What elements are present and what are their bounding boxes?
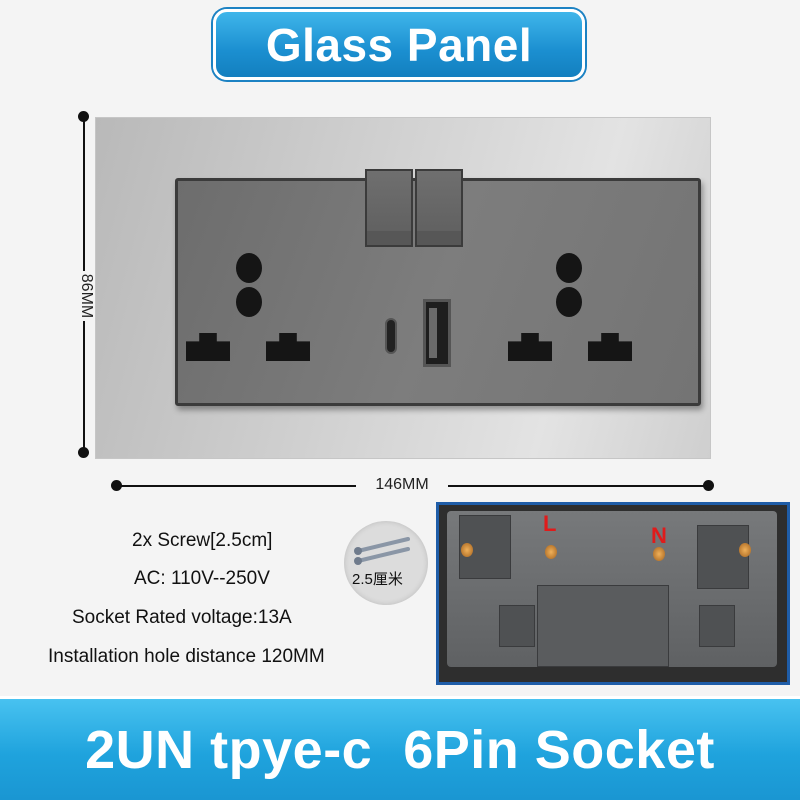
neutral-terminal-label: N: [651, 523, 667, 548]
back-terminal-screw-1: [461, 543, 473, 557]
back-terminal-screw-2: [545, 545, 557, 559]
spec-screw: 2x Screw[2.5cm]: [132, 530, 273, 551]
title-text: Glass Panel: [265, 18, 533, 71]
spec-rated: Socket Rated voltage:13A: [72, 607, 292, 628]
width-dimension-right-dot: [703, 480, 714, 491]
screw-icon: [354, 537, 410, 565]
left-rocker-switch: [365, 169, 413, 247]
back-right-terminal-block: [697, 525, 749, 589]
socket-panel: [175, 169, 701, 406]
title-banner: Glass Panel: [213, 9, 585, 80]
bottom-banner-text: 2UN tpye-c 6Pin Socket: [85, 719, 715, 780]
live-terminal-label: L: [543, 511, 557, 536]
left-socket-top-pin: [236, 253, 262, 283]
right-socket-right-pin: [588, 333, 632, 361]
usb-a-port: [423, 299, 451, 367]
screw-length-label: 2.5厘米: [352, 571, 403, 588]
usb-c-port: [385, 318, 397, 354]
height-dimension-bottom-dot: [78, 447, 89, 458]
back-terminal-screw-3: [653, 547, 665, 561]
screw-image: [344, 521, 428, 605]
socket-front-photo: [96, 118, 710, 458]
spec-voltage: AC: 110V--250V: [134, 568, 270, 589]
back-center-housing: [537, 585, 669, 667]
right-socket-left-pin: [508, 333, 552, 361]
height-dimension-label: 86MM: [75, 271, 95, 321]
spec-hole-distance: Installation hole distance 120MM: [48, 646, 325, 667]
width-dimension-left-dot: [111, 480, 122, 491]
back-terminal-screw-4: [739, 543, 751, 557]
bottom-banner: 2UN tpye-c 6Pin Socket: [0, 696, 800, 800]
left-socket-left-pin: [186, 333, 230, 361]
height-dimension-top-dot: [78, 111, 89, 122]
right-socket-top-pin: [556, 253, 582, 283]
right-socket-middle-pin: [556, 287, 582, 317]
left-socket-middle-pin: [236, 287, 262, 317]
back-left-clip: [499, 605, 535, 647]
socket-back-photo: L N: [436, 502, 790, 685]
width-dimension-label: 146MM: [356, 476, 448, 496]
left-socket-right-pin: [266, 333, 310, 361]
right-rocker-switch: [415, 169, 463, 247]
back-right-clip: [699, 605, 735, 647]
